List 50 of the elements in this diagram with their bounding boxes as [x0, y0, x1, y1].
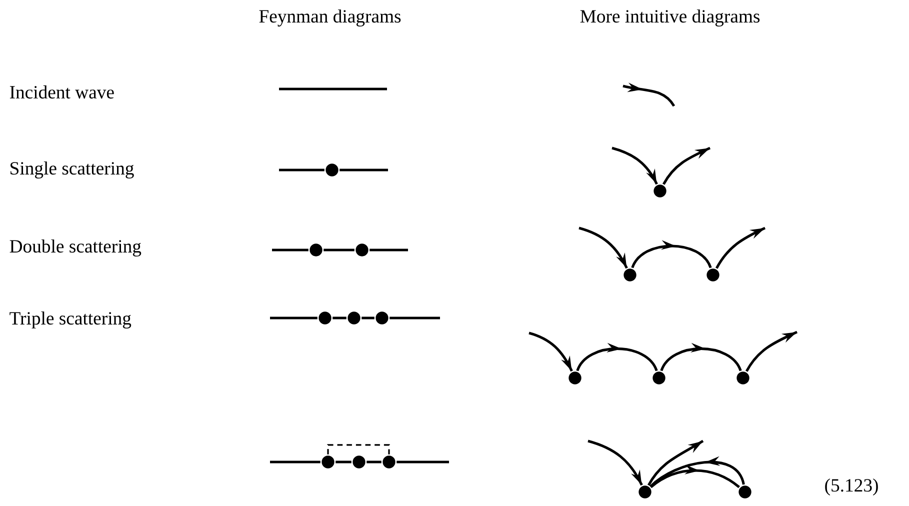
scattering-dot — [568, 372, 582, 384]
dashed-bracket — [327, 444, 390, 454]
scattering-dot — [638, 486, 652, 498]
row-label: Incident wave — [10, 85, 114, 99]
row-label: Triple scattering — [10, 311, 132, 328]
propagator-line — [332, 316, 346, 320]
scattering-arc — [647, 440, 704, 486]
scattering-dot — [318, 312, 332, 324]
propagator-line — [362, 316, 374, 320]
scattering-arc — [715, 226, 766, 269]
propagator-line — [390, 316, 440, 320]
scattering-arc — [660, 342, 742, 372]
propagator-line — [366, 460, 382, 464]
propagator-line — [272, 248, 308, 252]
scattering-arc — [588, 440, 643, 486]
scattering-dot — [654, 184, 666, 198]
propagator-line — [279, 168, 324, 172]
scattering-arc — [578, 226, 628, 269]
scattering-dot — [376, 312, 388, 324]
scattering-arc — [745, 330, 798, 372]
propagator-line — [270, 460, 320, 464]
scattering-arc — [528, 332, 573, 372]
propagator-line — [370, 248, 408, 252]
scattering-arc — [631, 240, 712, 268]
scattering-arc — [662, 146, 711, 185]
scattering-dot — [348, 312, 360, 324]
propagator-line — [396, 460, 449, 464]
scattering-arc — [650, 464, 740, 488]
scattering-dot — [738, 486, 752, 498]
column-heading: Feynman diagrams — [259, 9, 401, 26]
scattering-dot — [624, 268, 636, 282]
scattering-dot — [736, 372, 750, 384]
equation-number: (5.123) — [825, 478, 878, 496]
scattering-arc — [612, 146, 658, 185]
scattering-dot — [352, 456, 366, 468]
scattering-dot — [356, 244, 368, 256]
row-label: Single scattering — [10, 161, 134, 178]
scattering-dot — [706, 268, 720, 282]
row-label: Double scattering — [10, 239, 142, 256]
column-heading: More intuitive diagrams — [580, 9, 760, 26]
propagator-line — [270, 316, 318, 320]
propagator-line — [336, 460, 352, 464]
scattering-dot — [326, 164, 338, 176]
scattering-dot — [382, 456, 396, 468]
scattering-dot — [652, 372, 666, 384]
propagator-line — [324, 248, 354, 252]
scattering-dot — [322, 456, 334, 468]
scattering-dot — [310, 244, 322, 256]
scattering-arc — [576, 342, 658, 372]
propagator-line — [340, 168, 388, 172]
